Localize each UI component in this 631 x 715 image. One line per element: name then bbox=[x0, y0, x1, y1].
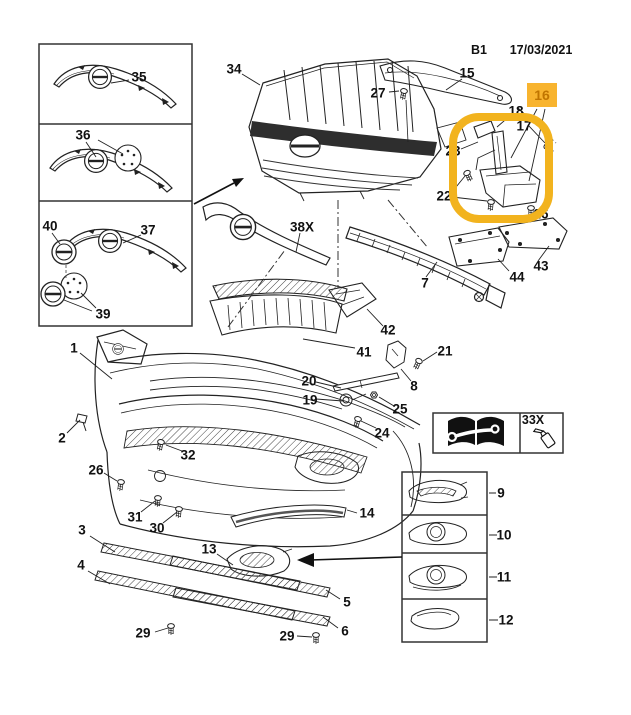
callout-37[interactable]: 37 bbox=[140, 222, 156, 238]
screw-26-bumper-art bbox=[115, 478, 126, 492]
screw-21-art bbox=[411, 356, 424, 372]
fog-cover-9-art bbox=[408, 480, 469, 504]
lower-grille-41-art bbox=[209, 278, 348, 336]
highlight-badge[interactable]: 16 bbox=[527, 83, 557, 107]
highlight-ring bbox=[449, 113, 553, 223]
support-bracket-15-art bbox=[379, 60, 512, 143]
callout-13[interactable]: 13 bbox=[201, 541, 217, 557]
callout-4[interactable]: 4 bbox=[77, 557, 85, 573]
variant-box-fog-covers bbox=[401, 471, 488, 643]
fog-bezel-13-art bbox=[226, 545, 293, 577]
grille-bar-35-art bbox=[54, 65, 176, 108]
callout-20[interactable]: 20 bbox=[301, 373, 317, 389]
screw-29-right-art bbox=[312, 632, 320, 645]
arrow-to-grille bbox=[193, 178, 244, 205]
clip-2-art bbox=[75, 413, 88, 432]
callout-26-bumper[interactable]: 26 bbox=[88, 462, 104, 478]
callout-36[interactable]: 36 bbox=[75, 127, 91, 143]
callout-3[interactable]: 3 bbox=[78, 522, 86, 538]
callout-22[interactable]: 22 bbox=[436, 188, 452, 204]
callout-41[interactable]: 41 bbox=[356, 344, 372, 360]
callout-10[interactable]: 10 bbox=[496, 527, 512, 543]
variant-box-grille-bars bbox=[38, 43, 193, 327]
bracket-8-art bbox=[385, 340, 407, 369]
legend-box bbox=[432, 412, 564, 454]
sensor-19-20-art bbox=[332, 372, 400, 407]
screw-29-left-art bbox=[167, 623, 175, 636]
fog-cover-10-art bbox=[408, 522, 467, 546]
arrow-to-fog-location bbox=[297, 553, 403, 567]
callout-38x[interactable]: 38X bbox=[289, 219, 315, 235]
absorber-7-art bbox=[345, 226, 506, 309]
callout-2[interactable]: 2 bbox=[58, 430, 66, 446]
callout-24[interactable]: 24 bbox=[374, 425, 390, 441]
callout-1[interactable]: 1 bbox=[70, 340, 78, 356]
callout-25[interactable]: 25 bbox=[392, 401, 408, 417]
grille-bar-36-art bbox=[50, 144, 172, 192]
callout-33x: 33X bbox=[521, 412, 545, 427]
callout-19[interactable]: 19 bbox=[302, 392, 318, 408]
nut-25-art bbox=[370, 391, 378, 399]
book-wrench-icon bbox=[446, 416, 504, 446]
callout-29-left[interactable]: 29 bbox=[135, 625, 151, 641]
callout-21[interactable]: 21 bbox=[437, 343, 453, 359]
grille-bar-37-art bbox=[39, 229, 186, 308]
callout-12[interactable]: 12 bbox=[498, 612, 514, 628]
callout-5[interactable]: 5 bbox=[343, 594, 351, 610]
callout-34[interactable]: 34 bbox=[226, 61, 242, 77]
callout-27[interactable]: 27 bbox=[370, 85, 386, 101]
callout-7[interactable]: 7 bbox=[421, 275, 429, 291]
sheet-date: 17/03/2021 bbox=[509, 43, 573, 57]
bracket-42-art bbox=[328, 282, 377, 318]
fog-cover-11-art bbox=[408, 565, 467, 591]
callout-30[interactable]: 30 bbox=[149, 520, 165, 536]
fog-cover-12-art bbox=[410, 608, 460, 630]
callout-42[interactable]: 42 bbox=[380, 322, 396, 338]
callout-39[interactable]: 39 bbox=[95, 306, 111, 322]
callout-14[interactable]: 14 bbox=[359, 505, 375, 521]
plate-43-art bbox=[498, 217, 568, 250]
callout-44[interactable]: 44 bbox=[509, 269, 525, 285]
callout-31[interactable]: 31 bbox=[127, 509, 143, 525]
grille-assembly-art bbox=[248, 58, 467, 202]
screw-27-art bbox=[398, 87, 409, 101]
callout-15[interactable]: 15 bbox=[459, 65, 475, 81]
chrome-bar-38x-art bbox=[202, 202, 331, 266]
plate-44-art bbox=[448, 227, 510, 267]
glue-bottle-icon bbox=[532, 428, 556, 449]
callout-43[interactable]: 43 bbox=[533, 258, 549, 274]
sill-strip-14-art bbox=[230, 504, 347, 528]
callout-35[interactable]: 35 bbox=[131, 69, 147, 85]
callout-8[interactable]: 8 bbox=[410, 378, 418, 394]
callout-32[interactable]: 32 bbox=[180, 447, 196, 463]
callout-40[interactable]: 40 bbox=[42, 218, 58, 234]
bumper-cover-art bbox=[94, 329, 422, 548]
callout-11[interactable]: 11 bbox=[496, 569, 512, 585]
sheet-code: B1 bbox=[471, 43, 487, 57]
callout-29-right[interactable]: 29 bbox=[279, 628, 295, 644]
spoiler-strips-art bbox=[94, 542, 331, 627]
callout-6[interactable]: 6 bbox=[341, 623, 349, 639]
callout-9[interactable]: 9 bbox=[497, 485, 505, 501]
